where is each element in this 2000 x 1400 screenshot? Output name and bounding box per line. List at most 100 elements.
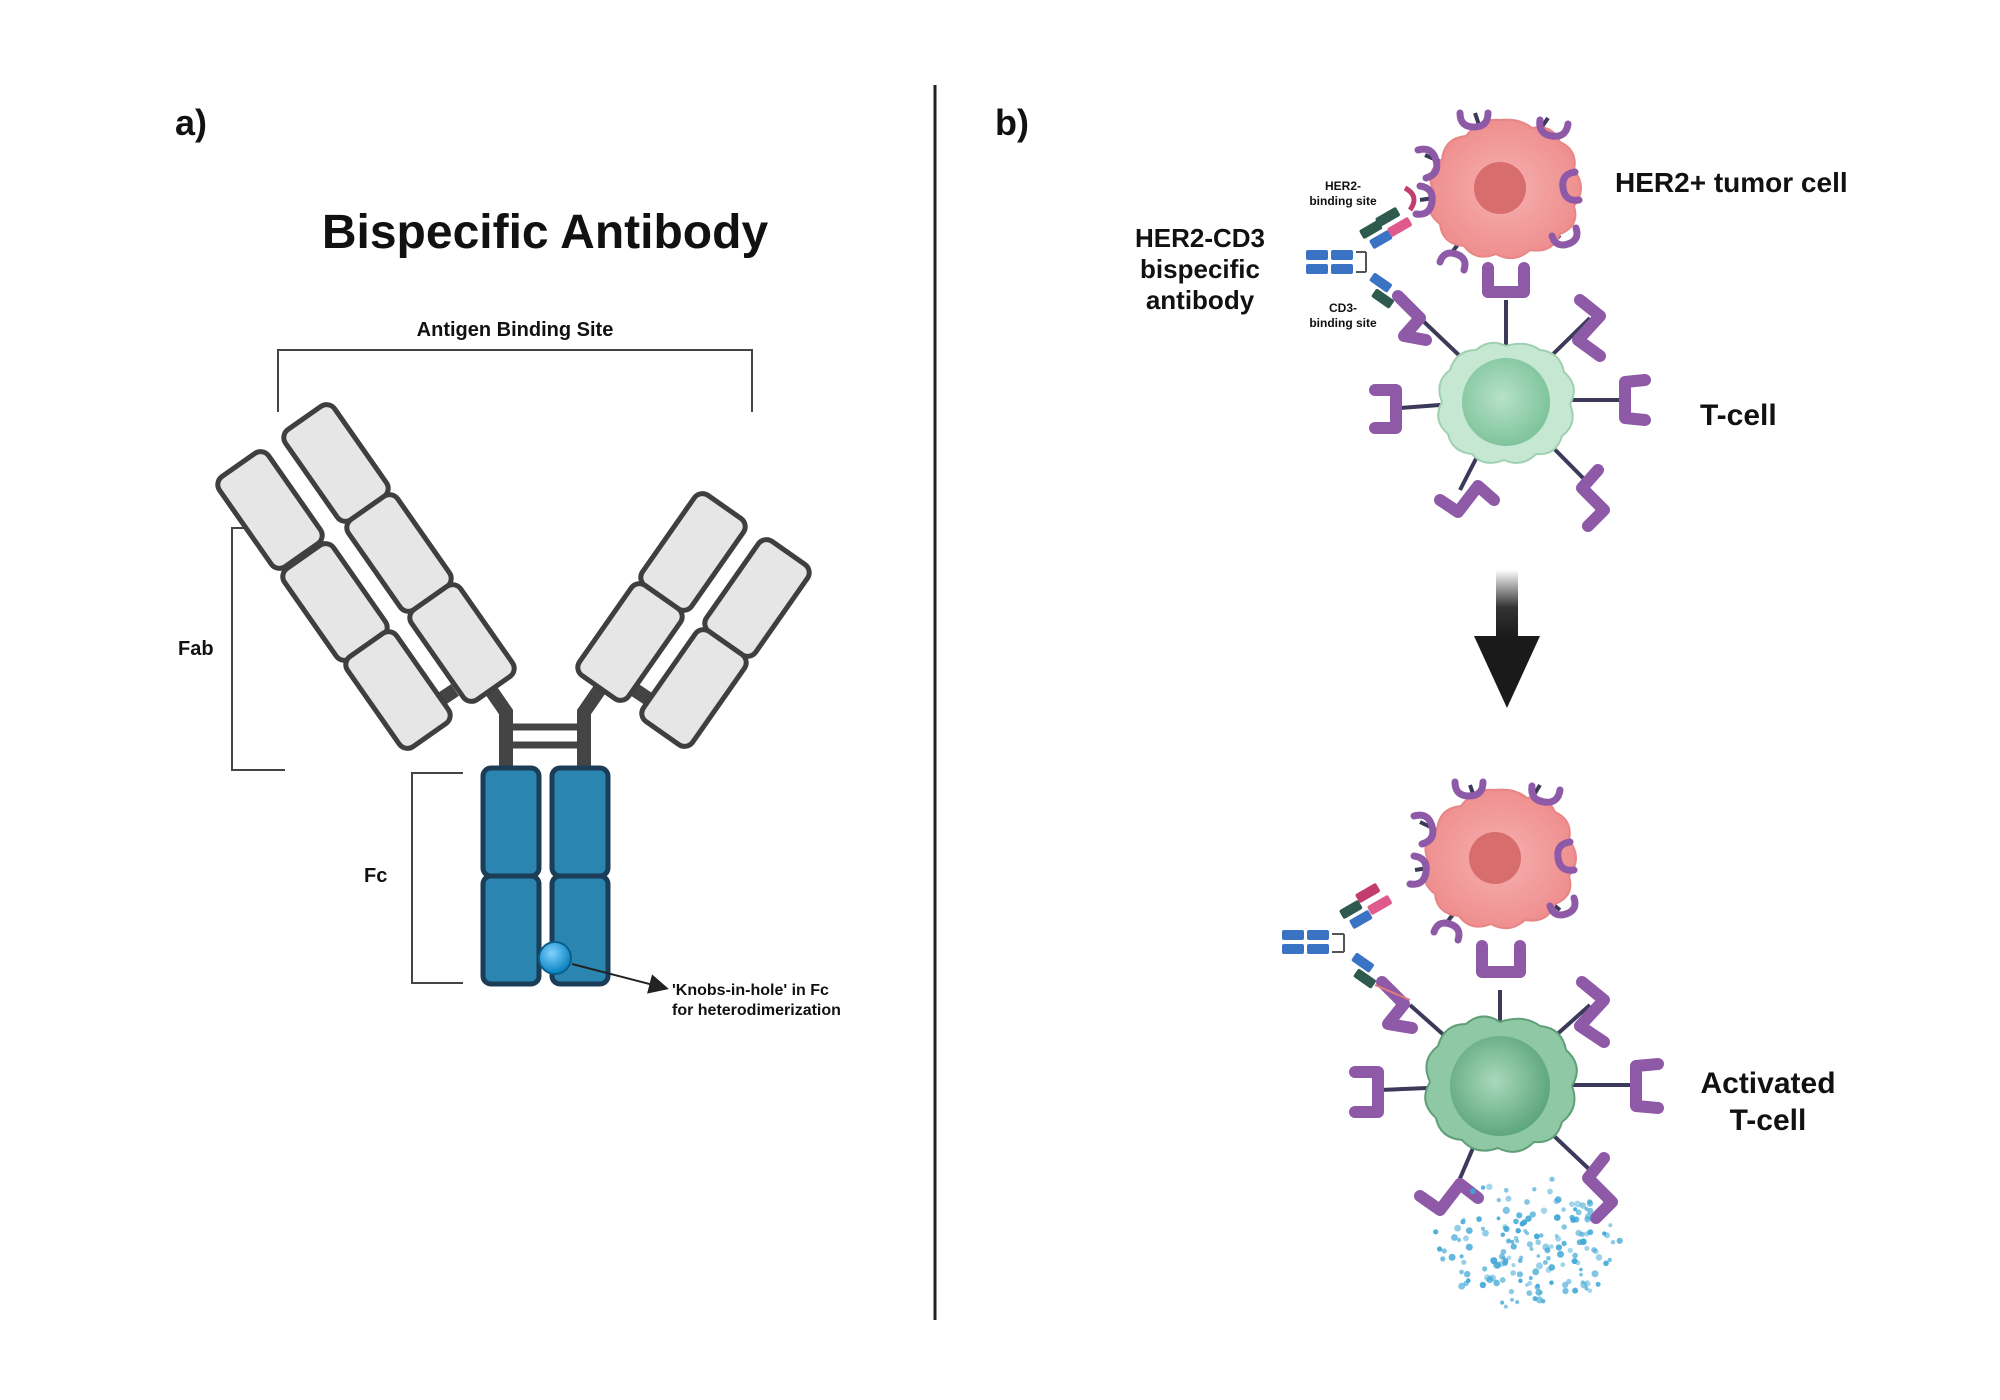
cytokine-dot xyxy=(1451,1234,1458,1241)
cytokine-dot xyxy=(1510,1298,1514,1302)
cytokine-dot xyxy=(1461,1217,1466,1222)
down-arrow-icon xyxy=(1474,570,1540,708)
cytokine-dot xyxy=(1511,1263,1516,1268)
cytokine-dot xyxy=(1529,1211,1536,1218)
cd3-binding-site-label-line2: binding site xyxy=(1309,316,1377,330)
cytokine-dot xyxy=(1506,1238,1511,1243)
cytokine-dot xyxy=(1503,1225,1510,1232)
cytokine-dot xyxy=(1572,1252,1578,1259)
cytokine-dot xyxy=(1513,1218,1519,1225)
cytokine-dot xyxy=(1580,1238,1587,1245)
cytokine-dot xyxy=(1572,1287,1579,1294)
cytokine-dot xyxy=(1503,1304,1508,1309)
cytokine-dot xyxy=(1557,1250,1564,1258)
cytokine-dot xyxy=(1510,1243,1517,1250)
cytokine-release-icon xyxy=(1433,1176,1623,1309)
cytokine-dot xyxy=(1528,1276,1533,1280)
cytokine-dot xyxy=(1459,1269,1464,1275)
cytokine-dot xyxy=(1587,1288,1593,1293)
cytokine-dot xyxy=(1484,1274,1491,1282)
cytokine-dot xyxy=(1587,1207,1594,1215)
cytokine-dot xyxy=(1539,1233,1544,1238)
cytokine-dot xyxy=(1573,1207,1578,1212)
cytokine-dot xyxy=(1463,1235,1469,1242)
cytokine-dot xyxy=(1579,1202,1587,1209)
antibody-title: Bispecific Antibody xyxy=(322,206,769,259)
antibody-label-line1: HER2-CD3 xyxy=(1135,223,1265,253)
cytokine-dot xyxy=(1524,1199,1530,1205)
panel-a: a) Bispecific Antibody Antigen Binding S… xyxy=(175,102,841,1019)
cytokine-dot xyxy=(1603,1260,1609,1267)
cytokine-dot xyxy=(1553,1198,1560,1205)
cytokine-dot xyxy=(1516,1271,1523,1278)
activated-t-cell-icon xyxy=(1349,940,1664,1224)
tumor-cell-label: HER2+ tumor cell xyxy=(1615,167,1848,198)
cytokine-dot xyxy=(1499,1277,1506,1283)
cytokine-dot xyxy=(1502,1260,1508,1266)
antibody-label-line2: bispecific xyxy=(1140,254,1260,284)
cytokine-dot xyxy=(1585,1213,1592,1220)
cytokine-dot xyxy=(1561,1207,1566,1212)
her2-binding-site-label-line1: HER2- xyxy=(1325,179,1361,193)
cytokine-dot xyxy=(1570,1217,1576,1223)
t-cell-icon xyxy=(1369,262,1651,532)
cytokine-dot xyxy=(1437,1246,1443,1252)
cytokine-dot xyxy=(1574,1200,1582,1208)
cytokine-dot xyxy=(1525,1215,1532,1222)
cytokine-dot xyxy=(1580,1280,1585,1284)
cytokine-dot xyxy=(1541,1299,1546,1304)
cytokine-dot xyxy=(1500,1300,1505,1305)
knob-icon xyxy=(538,941,572,975)
cytokine-dot xyxy=(1493,1279,1500,1287)
cytokine-dot xyxy=(1542,1243,1550,1251)
her2-tumor-cell-icon xyxy=(1412,109,1583,274)
cytokine-dot xyxy=(1560,1262,1566,1268)
cytokine-dot xyxy=(1533,1233,1540,1240)
cytokine-dot xyxy=(1535,1239,1541,1245)
cytokine-dot xyxy=(1549,1244,1554,1249)
cytokine-dot xyxy=(1516,1212,1523,1219)
cytokine-dot xyxy=(1595,1254,1603,1261)
cytokine-dot xyxy=(1591,1270,1599,1278)
antigen-binding-site-label: Antigen Binding Site xyxy=(417,319,614,341)
cytokine-dot xyxy=(1433,1229,1439,1235)
cytokine-dot xyxy=(1515,1300,1520,1305)
cytokine-dot xyxy=(1527,1280,1533,1286)
panel-b-label: b) xyxy=(995,102,1029,143)
cytokine-dot xyxy=(1480,1226,1485,1231)
her2-binding-site-label-line2: binding site xyxy=(1309,194,1377,208)
cytokine-dot xyxy=(1595,1281,1601,1287)
cytokine-dot xyxy=(1508,1288,1515,1295)
cytokine-dot xyxy=(1498,1253,1505,1260)
right-fab-arm xyxy=(575,491,812,749)
cytokine-dot xyxy=(1571,1258,1578,1265)
cytokine-dot xyxy=(1500,1232,1506,1237)
cytokine-dot xyxy=(1515,1228,1521,1234)
cytokine-dot xyxy=(1486,1276,1494,1284)
cytokine-dot xyxy=(1482,1266,1488,1272)
cytokine-dot xyxy=(1575,1209,1582,1216)
cytokine-dot xyxy=(1510,1270,1516,1276)
cytokine-dot xyxy=(1454,1224,1461,1232)
cytokine-dot xyxy=(1584,1231,1590,1237)
cytokine-dot xyxy=(1507,1255,1512,1260)
cytokine-dot xyxy=(1503,1187,1509,1193)
cytokine-dot xyxy=(1549,1280,1554,1286)
cytokine-dot xyxy=(1587,1229,1594,1236)
bispecific-antibody-icon xyxy=(1306,185,1417,309)
cytokine-dot xyxy=(1518,1278,1523,1284)
cytokine-dot xyxy=(1529,1247,1534,1251)
top-scene: HER2- binding site CD3- binding site HER… xyxy=(1135,109,1848,532)
cytokine-dot xyxy=(1510,1239,1515,1244)
knobs-label-line2: for heterodimerization xyxy=(672,1002,841,1019)
cytokine-dot xyxy=(1480,1185,1486,1190)
cytokine-dot xyxy=(1548,1264,1556,1271)
cytokine-dot xyxy=(1584,1245,1590,1251)
bottom-scene: Activated T-cell xyxy=(1282,778,1836,1309)
cytokine-dot xyxy=(1591,1247,1597,1253)
cytokine-dot xyxy=(1586,1200,1594,1207)
her2-tumor-cell-bound-icon xyxy=(1406,778,1579,944)
cytokine-dot xyxy=(1607,1257,1612,1263)
cytokine-dot xyxy=(1465,1227,1473,1234)
